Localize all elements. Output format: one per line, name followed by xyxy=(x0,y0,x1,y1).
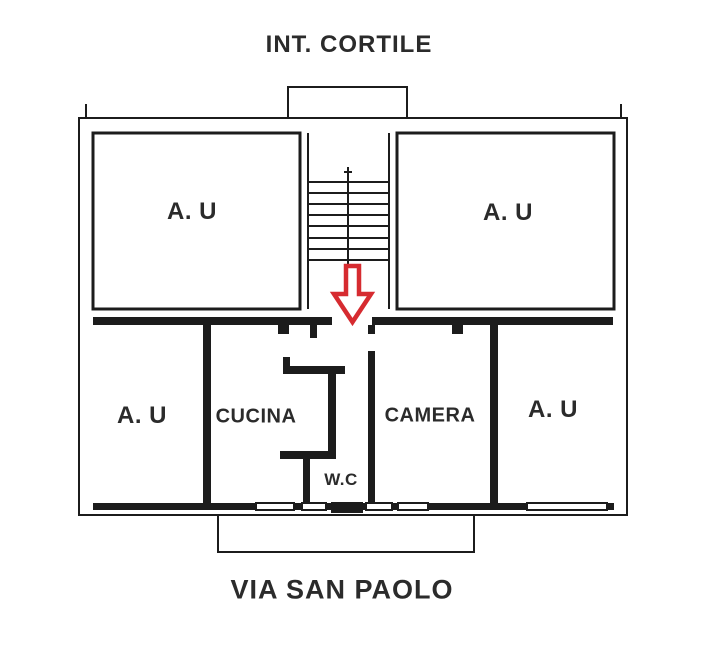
bottom-wall-windows xyxy=(255,502,608,511)
top-balcony xyxy=(286,85,409,118)
room-label-apartment-top-right: A. U xyxy=(483,199,533,226)
stair-treads xyxy=(308,167,389,266)
room-label-bedroom: CAMERA xyxy=(384,404,476,427)
street-label-via-san-paolo: VIA SAN PAOLO xyxy=(230,574,454,605)
room-label-apartment-top-left: A. U xyxy=(167,198,217,225)
room-label-apartment-bottom-left: A. U xyxy=(117,402,167,429)
room-label-apartment-bottom-right: A. U xyxy=(528,396,578,423)
entrance-arrow-icon xyxy=(329,263,376,327)
building-outline xyxy=(77,104,629,517)
room-label-kitchen: CUCINA xyxy=(215,405,297,428)
street-label-int-cortile: INT. CORTILE xyxy=(265,31,433,58)
room-label-wc: W.C xyxy=(324,470,358,489)
bottom-balcony xyxy=(216,516,476,554)
upper-room-outlines xyxy=(91,131,616,311)
interior-walls xyxy=(93,317,614,510)
entrance-door-threshold xyxy=(331,502,363,513)
stairwell-walls xyxy=(306,133,391,309)
